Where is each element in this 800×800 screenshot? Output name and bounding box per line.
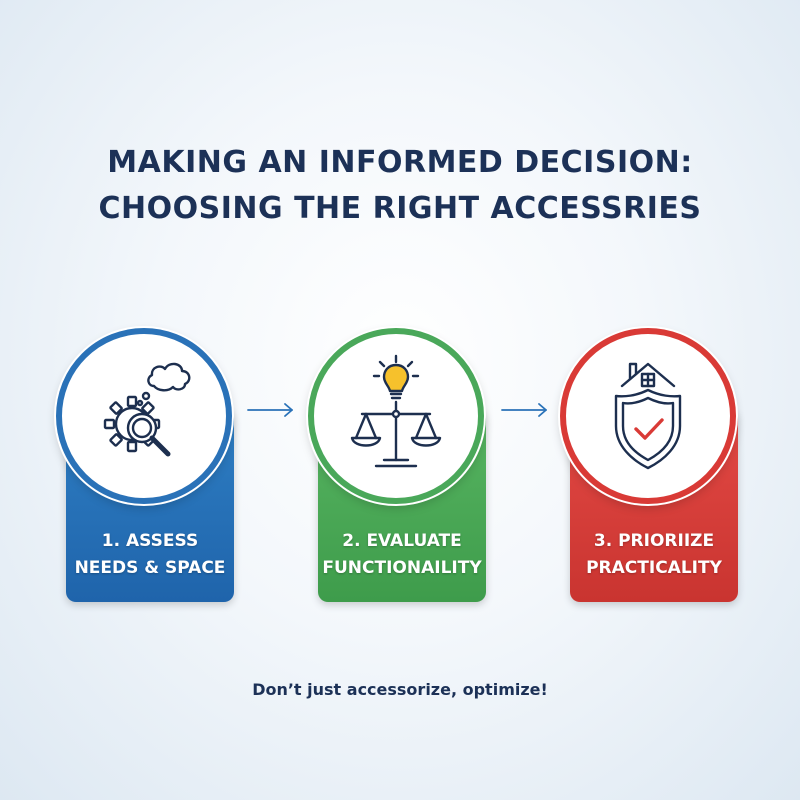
step-3-label-line-1: 3. PRIORIIZE <box>593 531 715 551</box>
step-1-icon-circle <box>56 328 232 504</box>
step-2-icon-circle <box>308 328 484 504</box>
step-evaluate: 2. EVALUATE FUNCTIONAILITY <box>308 328 508 604</box>
step-3-icon-circle <box>560 328 736 504</box>
step-3-label-line-2: PRACTICALITY <box>586 558 722 578</box>
step-1-label-line-2: NEEDS & SPACE <box>74 558 226 578</box>
tagline: Don’t just accessorize, optimize! <box>252 680 548 699</box>
house-shield-check-icon <box>614 362 682 470</box>
gear-magnifier-thought-icon <box>103 362 191 457</box>
step-assess: 1. ASSESS NEEDS & SPACE <box>56 328 256 604</box>
step-2-label-line-1: 2. EVALUATE <box>342 531 462 551</box>
step-3-label: 3. PRIORIIZE PRACTICALITY <box>570 528 738 582</box>
step-1-label-line-1: 1. ASSESS <box>101 531 199 551</box>
page-title: MAKING AN INFORMED DECISION: CHOOSING TH… <box>0 140 800 232</box>
step-1-label: 1. ASSESS NEEDS & SPACE <box>66 528 234 582</box>
arrow-right-icon <box>501 403 547 417</box>
step-2-label: 2. EVALUATE FUNCTIONAILITY <box>318 528 486 582</box>
step-2-label-line-2: FUNCTIONAILITY <box>322 558 482 578</box>
step-prioritize: 3. PRIORIIZE PRACTICALITY <box>560 328 760 604</box>
arrow-right-icon <box>247 403 293 417</box>
scale-lightbulb-icon <box>350 354 442 468</box>
title-line-2: CHOOSING THE RIGHT ACCESSRIES <box>98 191 702 226</box>
title-line-1: MAKING AN INFORMED DECISION: <box>107 145 693 180</box>
